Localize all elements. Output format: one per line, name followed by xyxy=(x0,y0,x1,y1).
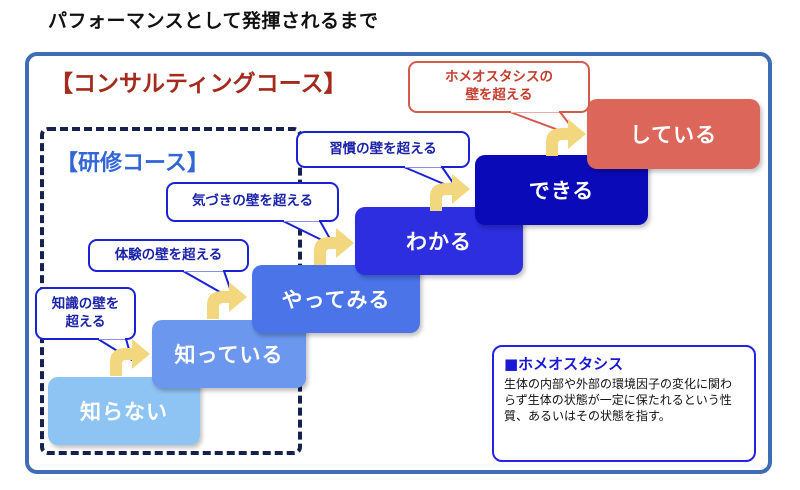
bubble-text: ホメオスタシスの xyxy=(445,69,553,86)
step-yattemiru: やってみる xyxy=(252,265,420,333)
homeostasis-definition-box: ■ホメオスタシス 生体の内部や外部の環境因子の変化に関わらず生体の状態が一定に保… xyxy=(492,345,756,462)
step-label: わかる xyxy=(406,230,472,254)
note-body: 生体の内部や外部の環境因子の変化に関わらず生体の状態が一定に保たれるという性質、… xyxy=(504,377,733,423)
step-label: やってみる xyxy=(281,288,391,312)
wall-bubble-experience: 体験の壁を超える xyxy=(88,239,249,272)
wall-bubble-habit: 習慣の壁を超える xyxy=(296,131,470,168)
wall-bubble-awareness: 気づきの壁を超える xyxy=(166,182,339,222)
step-label: 知っている xyxy=(174,343,284,367)
note-title: ■ホメオスタシス xyxy=(504,355,624,373)
consulting-course-label: 【コンサルティングコース】 xyxy=(50,71,347,97)
bubble-text: 壁を超える xyxy=(465,87,533,103)
bubble-text: 気づきの壁を超える xyxy=(191,193,314,210)
bubble-text: 習慣の壁を超える xyxy=(329,140,437,157)
bubble-text: 体験の壁を超える xyxy=(114,246,223,263)
bubble-text: 超える xyxy=(65,313,106,330)
step-shiranai: 知らない xyxy=(48,377,200,445)
step-label: している xyxy=(629,123,718,147)
step-dekiru: できる xyxy=(475,155,648,225)
page-title: パフォーマンスとして発揮されるまで xyxy=(48,10,379,32)
step-label: 知らない xyxy=(80,400,168,424)
step-wakaru: わかる xyxy=(355,207,523,275)
step-label: できる xyxy=(528,179,595,203)
step-shiteiru: している xyxy=(587,99,760,169)
bubble-text: 知識の壁を xyxy=(51,295,120,312)
training-course-label: 【研修コース】 xyxy=(56,151,209,176)
wall-bubble-knowledge: 知識の壁を 超える xyxy=(35,287,136,340)
wall-bubble-homeostasis: ホメオスタシスの 壁を超える xyxy=(408,61,590,113)
